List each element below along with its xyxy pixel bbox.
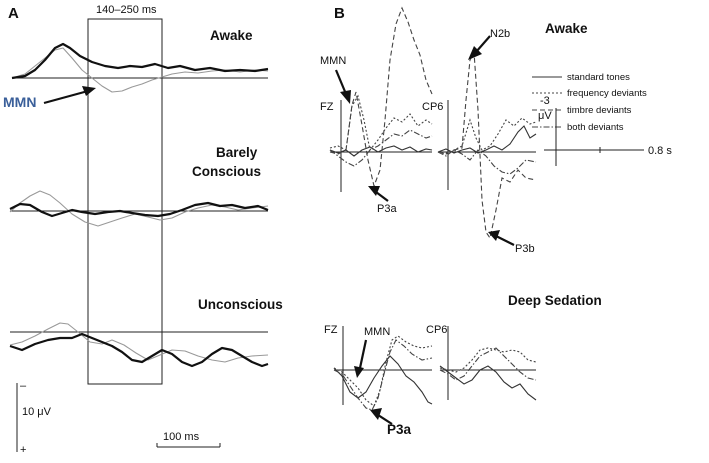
scale-plus: + xyxy=(20,444,26,456)
p3a-sedation-arrowhead xyxy=(370,408,382,420)
electrode-fz-awake: FZ xyxy=(320,101,334,113)
n2b-arrowhead xyxy=(468,46,482,60)
fz-sedation-frequency xyxy=(333,335,433,407)
scale-minus: – xyxy=(20,380,27,392)
cp6-sedation-both xyxy=(439,347,537,381)
cp6-awake-frequency xyxy=(437,117,537,155)
cp6-awake-standard xyxy=(437,125,537,154)
scale-time: 100 ms xyxy=(163,431,200,443)
electrode-cp6-sedation: CP6 xyxy=(426,324,447,336)
legend-frequency: frequency deviants xyxy=(567,88,647,99)
legend-timbre: timbre deviants xyxy=(567,105,632,116)
window-label: 140–250 ms xyxy=(96,4,157,16)
legend-both: both deviants xyxy=(567,122,624,133)
legend-x-tick: 0.8 s xyxy=(648,145,672,157)
awake-title: Awake xyxy=(545,21,588,36)
trace-unconscious-standard xyxy=(9,332,269,368)
legend-y-tick: -3 xyxy=(540,95,550,107)
fz-awake-frequency xyxy=(329,94,433,152)
component-mmn-sedation: MMN xyxy=(364,326,390,338)
legend-standard: standard tones xyxy=(567,72,630,83)
sedation-title: Deep Sedation xyxy=(508,293,602,308)
p3a-awake-arrow xyxy=(375,191,389,202)
electrode-cp6-awake: CP6 xyxy=(422,101,443,113)
component-n2b: N2b xyxy=(490,28,510,40)
panel-b-label: B xyxy=(334,5,345,22)
p3b-arrow xyxy=(495,235,515,246)
component-p3b: P3b xyxy=(515,243,535,255)
n2b-arrow xyxy=(475,35,491,53)
fz-sedation-standard xyxy=(333,355,433,405)
trace-unconscious-deviant xyxy=(9,322,269,363)
component-p3a-sedation: P3a xyxy=(387,422,412,437)
analysis-window-box xyxy=(87,18,163,385)
mmn-label: MMN xyxy=(3,94,36,110)
cp6-awake-timbre xyxy=(437,49,537,240)
mmn-arrowhead xyxy=(82,86,96,96)
cp6-sedation-standard xyxy=(439,365,537,401)
condition-awake: Awake xyxy=(210,28,253,43)
p3a-awake-arrowhead xyxy=(368,186,380,196)
condition-barely: Barely xyxy=(216,145,258,160)
mmn-awake-arrowhead xyxy=(340,90,351,104)
scale-amplitude: 10 μV xyxy=(22,406,52,418)
mmn-arrow-line xyxy=(43,89,89,105)
panel-a-label: A xyxy=(8,5,19,22)
fz-awake-both xyxy=(329,129,433,167)
electrode-fz-sedation: FZ xyxy=(324,324,338,336)
cp6-sedation-frequency xyxy=(439,347,537,373)
fz-sedation-both xyxy=(333,339,433,411)
trace-barely-deviant xyxy=(9,190,269,227)
trace-awake-standard xyxy=(11,42,269,80)
legend-y-unit: μV xyxy=(538,110,552,122)
mmn-awake-arrow xyxy=(334,69,348,95)
trace-barely-standard xyxy=(9,201,269,218)
mmn-sedation-arrow xyxy=(358,339,368,369)
p3a-sedation-arrow xyxy=(377,414,393,425)
condition-conscious: Conscious xyxy=(192,164,261,179)
component-p3a-awake: P3a xyxy=(377,203,397,215)
condition-unconscious: Unconscious xyxy=(198,297,283,312)
mmn-sedation-arrowhead xyxy=(354,366,364,378)
component-mmn-awake: MMN xyxy=(320,55,346,67)
p3b-arrowhead xyxy=(488,230,500,241)
cp6-awake-both xyxy=(437,149,537,175)
